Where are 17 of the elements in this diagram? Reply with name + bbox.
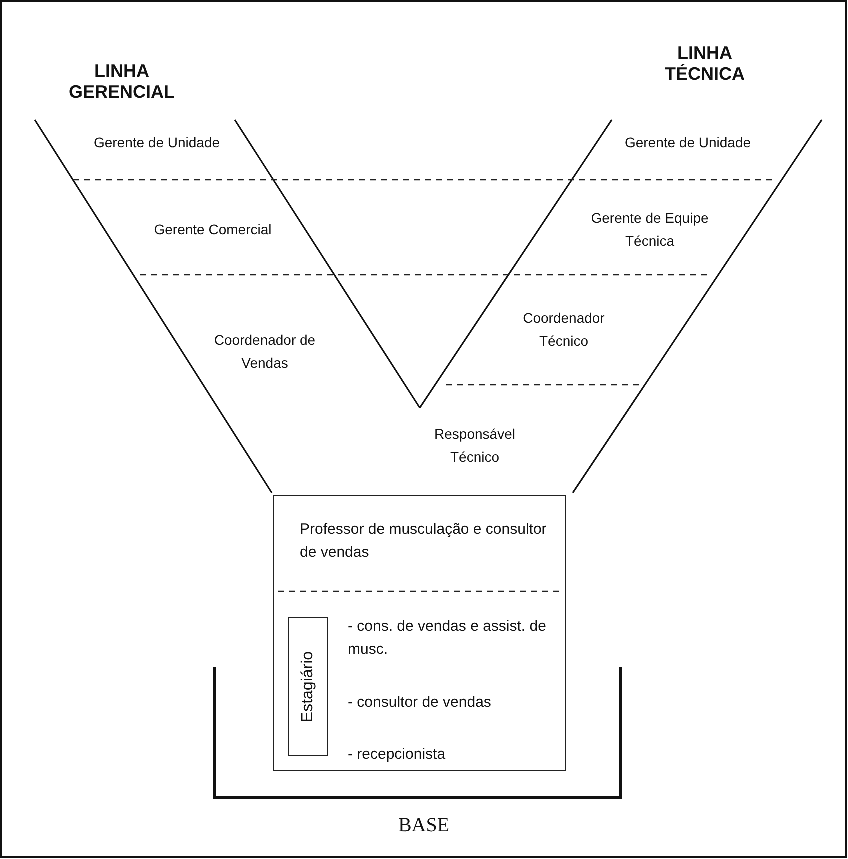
base-label: BASE bbox=[397, 814, 451, 838]
level-label: Responsável Técnico bbox=[434, 425, 516, 467]
role-box bbox=[288, 617, 328, 756]
role-item: - cons. de vendas e assist. de musc. bbox=[348, 617, 548, 660]
level-label: Gerente Comercial bbox=[153, 220, 273, 240]
level-label: Gerente de Equipe Técnica bbox=[590, 209, 710, 251]
level-label: Coordenador Técnico bbox=[522, 309, 606, 351]
role-item: - consultor de vendas bbox=[348, 693, 492, 713]
level-label: Gerente de Unidade bbox=[624, 134, 752, 152]
position-box bbox=[273, 495, 566, 771]
level-label: Gerente de Unidade bbox=[92, 134, 222, 152]
role-label: Estagiário bbox=[298, 650, 318, 722]
level-label: Coordenador de Vendas bbox=[213, 331, 317, 373]
line-heading: LINHA GERENCIAL bbox=[68, 61, 176, 103]
position-title: Professor de musculação e consultor de vendas bbox=[300, 520, 548, 563]
role-item: - recepcionista bbox=[348, 745, 447, 765]
line-heading: LINHA TÉCNICA bbox=[664, 43, 746, 85]
